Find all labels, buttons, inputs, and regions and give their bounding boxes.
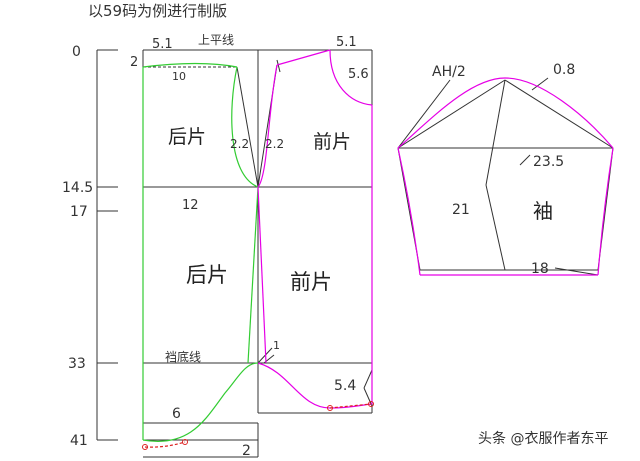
back-crotch-curve-label: 6 — [172, 406, 181, 422]
bicep-pointer — [519, 154, 531, 166]
upper-front-label: 前片 — [313, 131, 351, 153]
back-side-seam — [247, 186, 259, 364]
sleeve-center-upper — [485, 79, 506, 186]
offset-pointer — [531, 77, 549, 91]
y-scale: 0 14.5 17 33 41 — [62, 44, 118, 449]
front-crotch-pointer-2 — [363, 387, 373, 407]
upper-back-label: 后片 — [168, 126, 206, 148]
back-neck-width-label: 5.1 — [152, 37, 173, 52]
back-hem-dot-1 — [142, 444, 148, 450]
back-armhole-curve — [231, 66, 259, 188]
y-scale-label-17: 17 — [70, 204, 88, 220]
crotch-line-label: 裆底线 — [165, 349, 201, 364]
sleeve-bicep-width-label: 23.5 — [533, 154, 564, 170]
back-crotch-curve — [142, 362, 259, 442]
sleeve-right-curve — [597, 147, 614, 276]
back-shoulder-label: 10 — [172, 70, 186, 83]
back-armhole-dart-label: 2.2 — [230, 137, 249, 151]
sleeve-cap-line-label: AH/2 — [432, 64, 466, 80]
back-piece-contour — [142, 62, 259, 442]
sleeve-center-lower — [485, 184, 506, 271]
front-shoulder-line — [276, 49, 331, 66]
body-labels: 5.1 上平线 5.1 2 5.6 10 后片 前片 2.2 2.2 12 后片… — [130, 33, 369, 459]
back-neck-curve — [142, 62, 238, 68]
front-side-seam — [257, 186, 267, 364]
front-armhole-curve — [257, 64, 278, 188]
sleeve-length-label: 21 — [452, 202, 470, 218]
back-hem-dot-2 — [182, 439, 188, 445]
sleeve-pattern: AH/2 0.8 23.5 21 18 袖 — [397, 62, 614, 277]
back-hem-curve — [144, 441, 186, 448]
front-shoulder-tick — [276, 59, 281, 73]
sleeve-cuff-width-label: 18 — [531, 261, 549, 277]
back-neck-depth-label: 2 — [130, 55, 138, 70]
front-crotch-curve-label: 5.4 — [334, 378, 356, 394]
y-scale-label-14-5: 14.5 — [62, 180, 93, 196]
front-armhole-dart-label: 2.2 — [265, 137, 284, 151]
cuff-pointer — [554, 267, 599, 276]
y-scale-label-0: 0 — [72, 44, 81, 60]
sleeve-left-curve — [397, 147, 421, 276]
lower-back-label: 后片 — [186, 263, 228, 287]
diagram-title: 以59码为例进行制版 — [88, 2, 227, 20]
sleeve-cap-line-right — [504, 79, 614, 149]
front-neck-curve — [329, 49, 373, 106]
front-neck-depth-label: 5.6 — [348, 67, 369, 82]
shoulder-line-label: 上平线 — [198, 33, 234, 47]
front-hem-dot-1 — [327, 405, 333, 411]
front-hem-curve — [329, 403, 372, 409]
front-hem-dot-2 — [368, 401, 374, 407]
sleeve-cap-line-left — [397, 79, 506, 149]
crotch-ext-label: 1 — [273, 339, 280, 352]
front-crotch-pointer — [363, 369, 373, 389]
hem-dots — [142, 401, 374, 450]
hem-value-label: 2 — [242, 443, 251, 459]
sleeve-cap-offset-label: 0.8 — [553, 62, 575, 78]
y-scale-label-41: 41 — [70, 433, 88, 449]
sleeve-cap-curve — [397, 77, 614, 149]
sleeve-label: 袖 — [533, 199, 553, 223]
back-shoulder-dart-line — [236, 66, 259, 188]
ah-pointer — [397, 79, 451, 149]
front-piece-contour — [257, 49, 373, 409]
watermark: 头条 @衣服作者东平 — [478, 430, 608, 447]
waist-value-label: 12 — [182, 198, 199, 213]
pattern-frame — [142, 49, 373, 458]
lower-front-label: 前片 — [290, 270, 332, 294]
hem-curves — [144, 403, 372, 448]
y-scale-label-33: 33 — [68, 356, 86, 372]
crotch-ext-line — [257, 347, 273, 364]
front-neck-width-label: 5.1 — [336, 35, 357, 50]
